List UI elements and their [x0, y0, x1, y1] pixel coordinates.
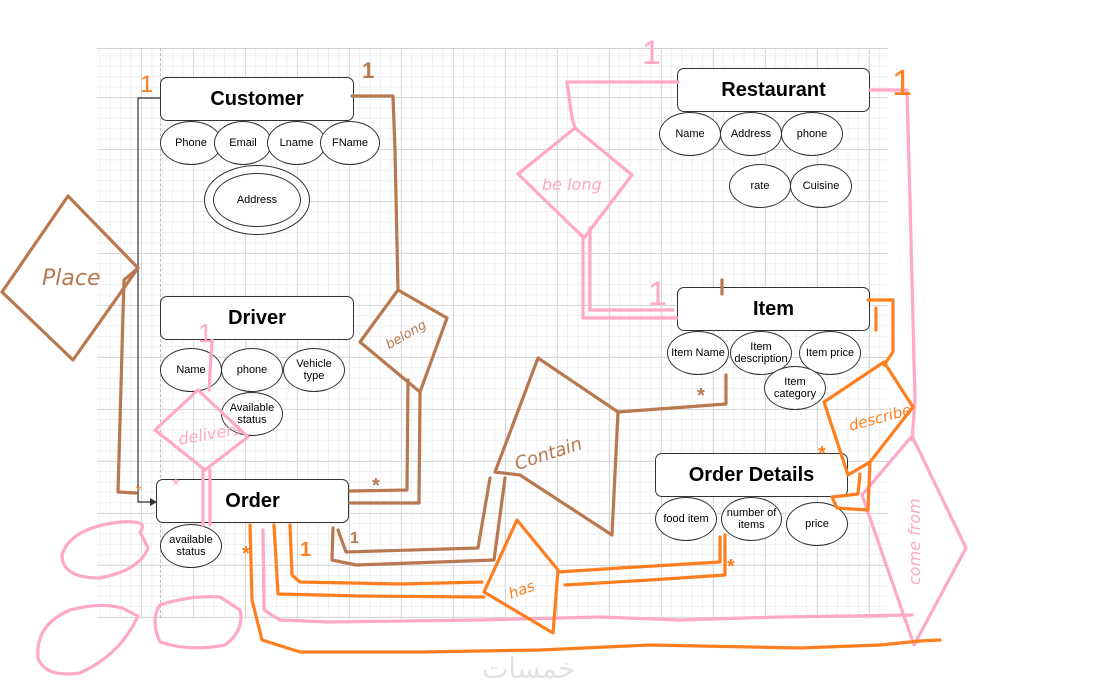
attr-restaurant-address[interactable]: Address [720, 112, 782, 156]
attr-item-description[interactable]: Item description [730, 331, 792, 375]
entity-restaurant[interactable]: Restaurant [677, 68, 870, 112]
attr-label: price [805, 518, 829, 530]
entity-customer[interactable]: Customer [160, 77, 354, 121]
attr-restaurant-rate[interactable]: rate [729, 164, 791, 208]
attr-label: Item Name [671, 347, 725, 359]
entity-order-details-label: Order Details [688, 463, 815, 486]
attr-label: Name [176, 364, 206, 376]
attr-driver-name[interactable]: Name [160, 348, 222, 392]
attr-restaurant-name[interactable]: Name [659, 112, 721, 156]
attr-label: phone [236, 364, 268, 376]
attr-item-category[interactable]: Item category [764, 366, 826, 410]
attr-order-details-price[interactable]: price [786, 502, 848, 546]
attr-restaurant-phone[interactable]: phone [781, 112, 843, 156]
attr-driver-available-status[interactable]: Available status [221, 392, 283, 436]
attr-restaurant-cuisine[interactable]: Cuisine [790, 164, 852, 208]
attr-label: Address [730, 128, 772, 140]
attr-label: Item category [773, 376, 817, 400]
attr-label: Address [236, 194, 278, 206]
attr-order-available-status[interactable]: available status [160, 524, 222, 568]
attr-label: Available status [229, 402, 275, 426]
attr-customer-lname[interactable]: Lname [267, 121, 326, 165]
entity-item[interactable]: Item [677, 287, 870, 331]
entity-driver[interactable]: Driver [160, 296, 354, 340]
attr-customer-fname[interactable]: FName [320, 121, 380, 165]
attr-order-details-number-of-items[interactable]: number of items [721, 497, 782, 541]
attr-label: Item description [734, 341, 788, 365]
attr-label: Lname [279, 137, 314, 149]
attr-label: Name [675, 128, 705, 140]
attr-customer-address-multivalued[interactable]: Address [204, 165, 310, 235]
connector-arrowhead-icon [150, 498, 157, 506]
attr-customer-email[interactable]: Email [214, 121, 272, 165]
entity-order[interactable]: Order [156, 479, 349, 523]
attr-label: Phone [175, 137, 207, 149]
attr-label: Email [229, 137, 257, 149]
entity-order-details[interactable]: Order Details [655, 453, 848, 497]
attr-order-details-food-item[interactable]: food item [655, 497, 717, 541]
attr-item-name[interactable]: Item Name [667, 331, 729, 375]
entity-order-label: Order [225, 489, 280, 512]
attr-customer-phone[interactable]: Phone [160, 121, 222, 165]
entity-item-label: Item [752, 297, 795, 320]
attr-driver-phone[interactable]: phone [221, 348, 283, 392]
attr-label: number of items [726, 507, 777, 531]
attr-driver-vehicle-type[interactable]: Vehicle type [283, 348, 345, 392]
attr-label: phone [796, 128, 828, 140]
attr-label: available status [169, 534, 213, 558]
entity-restaurant-label: Restaurant [721, 78, 826, 101]
attr-label: food item [663, 513, 709, 525]
attr-label: FName [331, 137, 369, 149]
multivalued-inner-ellipse: Address [213, 173, 301, 227]
watermark-logo: خمسات [482, 652, 576, 685]
attr-label: Vehicle type [296, 358, 332, 382]
entity-customer-label: Customer [210, 87, 304, 110]
attr-label: rate [750, 180, 770, 192]
entity-driver-label: Driver [228, 306, 286, 329]
attr-label: Item price [805, 347, 855, 359]
attr-label: Cuisine [802, 180, 840, 192]
customer-order-connector[interactable] [137, 97, 160, 503]
